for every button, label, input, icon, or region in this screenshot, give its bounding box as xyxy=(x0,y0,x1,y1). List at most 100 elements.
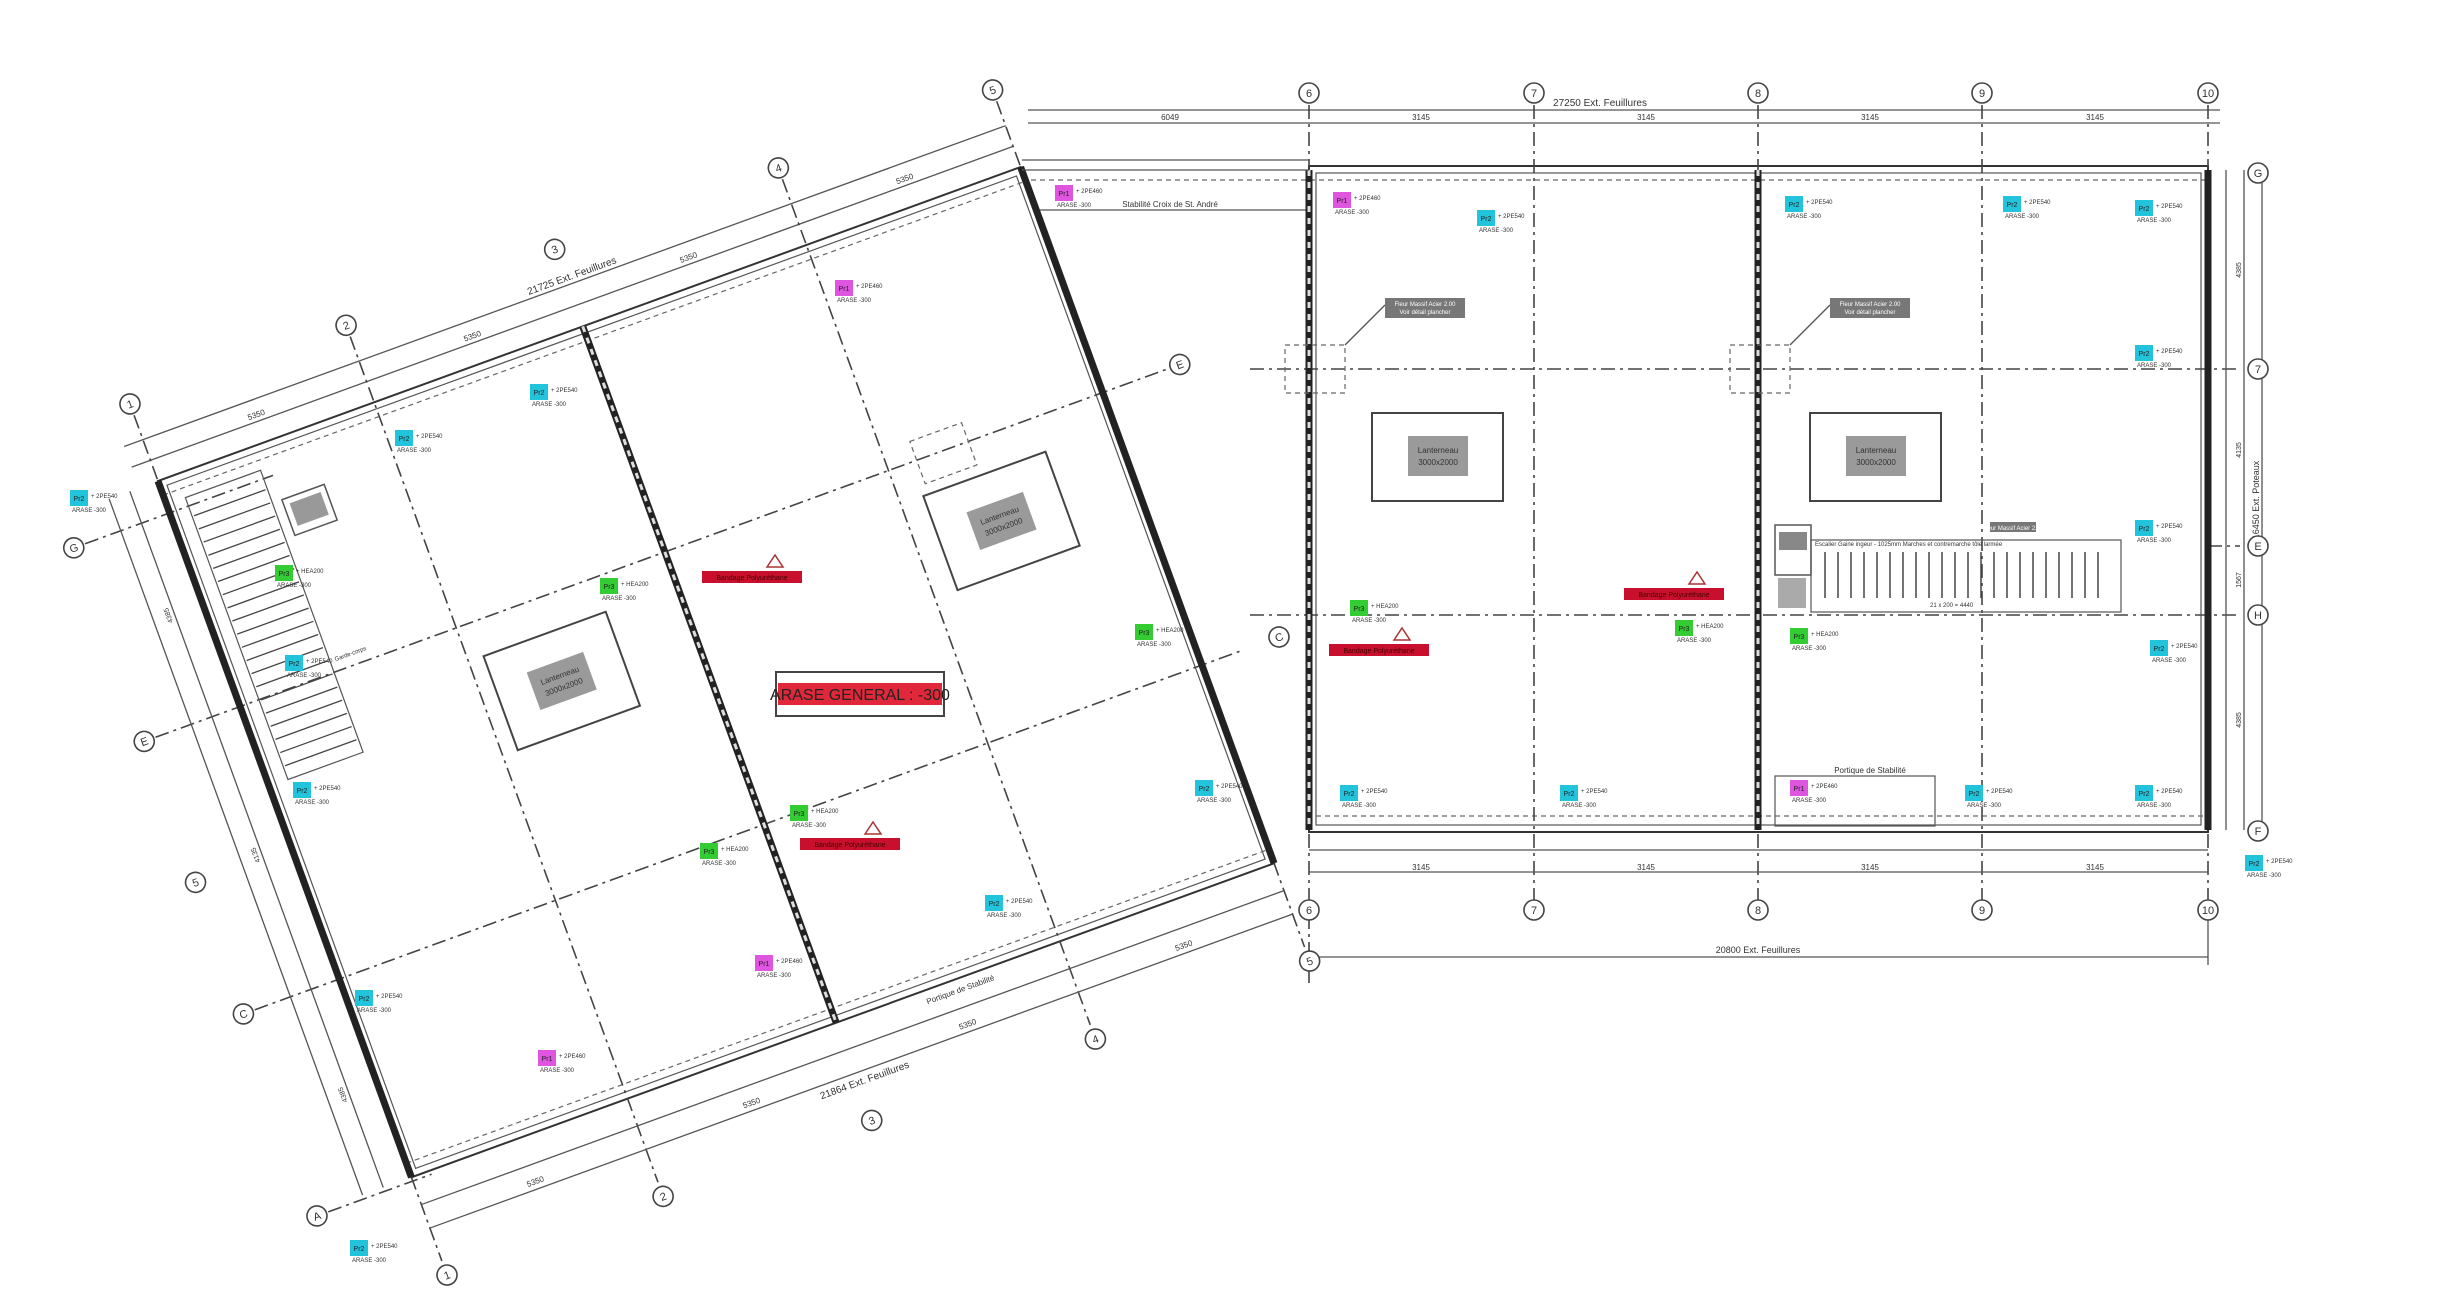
profile-tag-line2: ARASE -300 xyxy=(1967,803,2002,809)
profile-tag-label: Pr1 xyxy=(839,286,850,293)
grid-label: 6 xyxy=(1306,905,1312,917)
dimension-line xyxy=(421,889,1285,1206)
profile-tag-line1: + 2PE460 xyxy=(1811,784,1838,790)
red-label-text: Bandage Polyuréthane xyxy=(716,575,787,582)
dimension-segment: 5350 xyxy=(895,171,915,186)
skylight: Lanterneau 3000x2000 xyxy=(922,450,1081,592)
opening-outline xyxy=(1729,344,1791,394)
leader-line xyxy=(1789,304,1831,346)
profile-tag-swatch xyxy=(293,782,311,798)
dimension-segment: 3145 xyxy=(1637,113,1655,122)
dimension-segment: 3145 xyxy=(1861,863,1879,872)
grid-marker: 6 xyxy=(1298,899,1320,921)
opening-outline xyxy=(909,421,978,485)
interior-wall-line xyxy=(166,175,1266,1170)
grid-marker: F xyxy=(2247,820,2269,842)
grid-marker: 2 xyxy=(335,314,357,337)
stair-step xyxy=(227,581,300,609)
dimension-segment: 4385 xyxy=(163,607,175,624)
profile-tag-label: Pr2 xyxy=(1481,216,1492,223)
profile-tag-line2: ARASE -300 xyxy=(1137,642,1172,648)
profile-tag-label: Pr3 xyxy=(1139,630,1150,637)
dimension-segment: 4135 xyxy=(2236,442,2243,458)
dimension-segment: 3145 xyxy=(1861,113,1879,122)
callout-text: Fleur Massif Acier 2.00 xyxy=(1394,302,1456,308)
profile-tag-label: Pr2 xyxy=(359,996,370,1003)
profile-tag-line2: ARASE -300 xyxy=(757,973,792,979)
profile-tag-label: Pr2 xyxy=(2139,351,2150,358)
profile-tag-line1: + 2PE460 xyxy=(559,1054,586,1060)
arase-general-label: ARASE GENERAL : -300 xyxy=(770,671,950,717)
grid-marker: H xyxy=(2247,604,2269,626)
grid-marker: 5 xyxy=(184,871,207,894)
profile-tag-line2: ARASE -300 xyxy=(1479,228,1514,234)
profile-tag-swatch xyxy=(275,565,293,581)
callout-box xyxy=(1385,298,1465,318)
grid-label: A xyxy=(312,1210,324,1224)
profile-tag-line1: + 2PE460 xyxy=(856,284,883,290)
profile-tag-line1: + 2PE540 xyxy=(314,786,341,792)
profile-tag-label: Pr2 xyxy=(2139,206,2150,213)
stair-step xyxy=(280,725,352,754)
profile-tag-swatch xyxy=(1135,624,1153,640)
arase-text: ARASE GENERAL : -300 xyxy=(770,687,950,704)
profile-tag-line2: ARASE -300 xyxy=(837,298,872,304)
dimension-segment: 3145 xyxy=(1412,863,1430,872)
warning-triangle-icon xyxy=(765,553,785,568)
grid-label: 8 xyxy=(1755,905,1761,917)
grid-label: F xyxy=(2255,826,2262,838)
profile-tag-label: Pr3 xyxy=(794,811,805,818)
portal-label: Portique de Stabilité xyxy=(1834,766,1906,775)
grid-label: 5 xyxy=(191,877,201,890)
dimension-line xyxy=(129,491,384,1188)
stair-step xyxy=(236,607,309,635)
grid-marker: 3 xyxy=(543,238,566,261)
profile-tag-line1: + 2PE540 xyxy=(2266,859,2293,865)
dimension-total-bottom: 20800 Ext. Feuillures xyxy=(1716,945,1801,955)
profile-tag-swatch xyxy=(530,384,548,400)
stair-step xyxy=(260,673,333,701)
profile-tag-line1: + 2PE540 xyxy=(2024,200,2051,206)
dimension-segment: 3145 xyxy=(2086,113,2104,122)
profile-tag-swatch xyxy=(755,955,773,971)
dimension-segment: 4135 xyxy=(250,846,262,863)
profile-tag-line2: ARASE -300 xyxy=(602,596,637,602)
grid-line xyxy=(349,336,659,1183)
grid-label: 5 xyxy=(1305,955,1315,968)
grid-label: C xyxy=(1274,631,1286,645)
profile-tag-line2: ARASE -300 xyxy=(1792,798,1827,804)
red-warning-label: Bandage Polyuréthane xyxy=(800,820,900,850)
dimension-segment: 1567 xyxy=(2236,572,2243,588)
profile-tag-label: Pr2 xyxy=(1199,786,1210,793)
profile-tag-line1: + 2PE540 xyxy=(371,1244,398,1250)
profile-tag-line2: ARASE -300 xyxy=(2137,218,2172,224)
grid-label: 10 xyxy=(2202,88,2214,100)
right-building: 27250 Ext. Feuillures 6049 3145 3145 314… xyxy=(1022,98,2263,985)
callout-box xyxy=(1830,298,1910,318)
stair-label: Escalier Gaine ingeur - 1025mm Marches e… xyxy=(1815,542,2003,548)
grid-marker: E xyxy=(2247,535,2269,557)
grid-label: 1 xyxy=(125,398,135,411)
grid-label: H xyxy=(2254,610,2262,622)
stair-step xyxy=(208,528,281,556)
profile-tag-line1: + 2PE540 xyxy=(2171,644,2198,650)
profile-tag-swatch xyxy=(1055,185,1073,201)
red-label-text: Bandage Polyuréthane xyxy=(1343,648,1414,655)
profile-tag-line2: ARASE -300 xyxy=(987,913,1022,919)
grid-label: 4 xyxy=(1091,1033,1101,1046)
profile-tag-line2: ARASE -300 xyxy=(1787,214,1822,220)
grid-marker: 4 xyxy=(767,157,790,179)
